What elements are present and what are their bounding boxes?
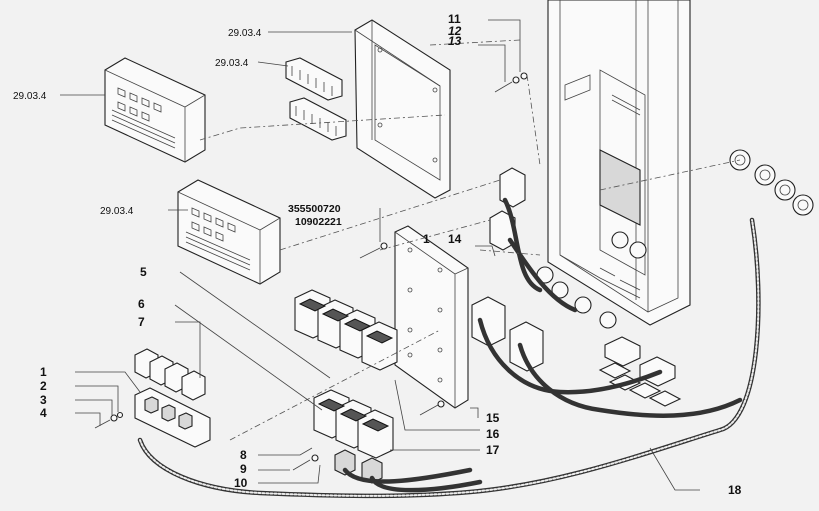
electrical-cabinet: [547, 0, 691, 326]
screws: [94, 72, 528, 471]
callout-1: 1: [40, 365, 47, 379]
callout-13: 13: [448, 34, 462, 48]
ref-label-bracket: 29.03.4: [228, 28, 262, 39]
part-code-a: 355500720: [288, 203, 341, 215]
relay-box-front: [177, 179, 281, 285]
callout-8: 8: [240, 448, 247, 462]
ref-label-box-rear: 29.03.4: [13, 91, 47, 102]
callout-1-plate: 1: [423, 232, 430, 246]
callout-2: 2: [40, 379, 47, 393]
callout-10: 10: [234, 476, 248, 490]
callout-18: 18: [728, 483, 742, 497]
assembly-lines: [199, 39, 741, 441]
mounting-plate: [394, 225, 469, 409]
ref-label-terminal: 29.03.4: [215, 58, 249, 69]
callout-14: 14: [448, 232, 462, 246]
callout-16: 16: [486, 427, 500, 441]
callout-12: 12: [448, 24, 462, 38]
relay-box-rear: [104, 57, 206, 163]
ref-label-box-front: 29.03.4: [100, 206, 134, 217]
callout-labels: 29.03.4 29.03.4 29.03.4 29.03.4 35550072…: [13, 12, 742, 497]
callout-7: 7: [138, 315, 145, 329]
fuse-holder: [134, 387, 211, 448]
callout-9: 9: [240, 462, 247, 476]
leader-lines: [60, 19, 700, 491]
callout-3: 3: [40, 393, 47, 407]
small-relays: [134, 348, 206, 401]
terminal-block-lower: [289, 97, 347, 141]
mounting-bracket: [354, 19, 451, 199]
callout-11: 11: [448, 12, 461, 26]
relay-group-lower: [313, 389, 394, 459]
callout-17: 17: [486, 443, 500, 457]
callout-5: 5: [140, 265, 147, 279]
round-caps: [536, 149, 814, 329]
callout-6: 6: [138, 297, 145, 311]
callout-15: 15: [486, 411, 500, 425]
part-code-b: 10902221: [295, 216, 342, 228]
relay-group-upper: [294, 289, 398, 371]
wiring-harness: [137, 197, 761, 499]
callout-4: 4: [40, 406, 47, 420]
terminal-block-upper: [285, 57, 343, 101]
